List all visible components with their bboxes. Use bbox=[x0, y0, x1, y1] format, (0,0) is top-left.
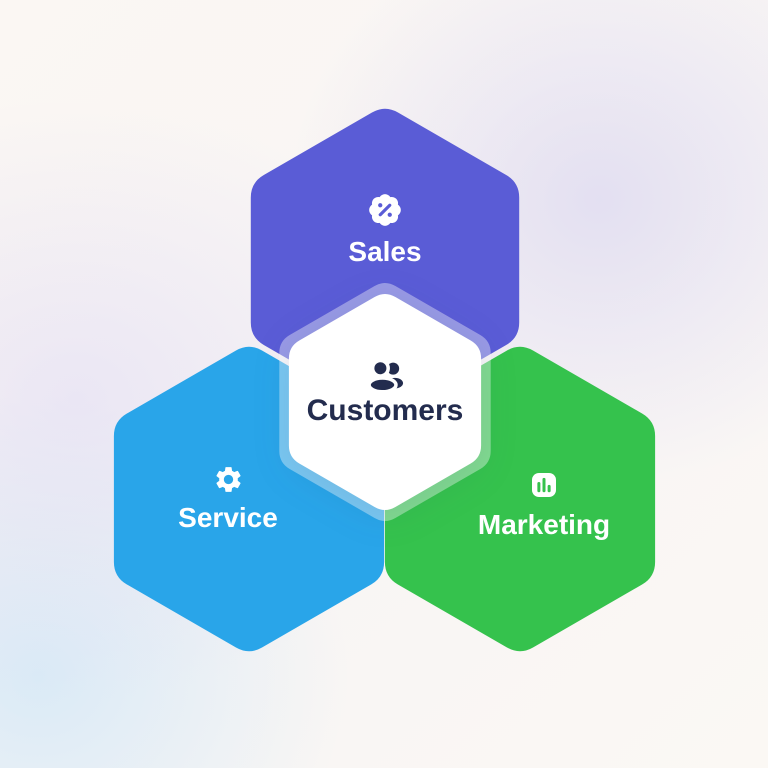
customers-hexagon-shape bbox=[288, 294, 482, 510]
